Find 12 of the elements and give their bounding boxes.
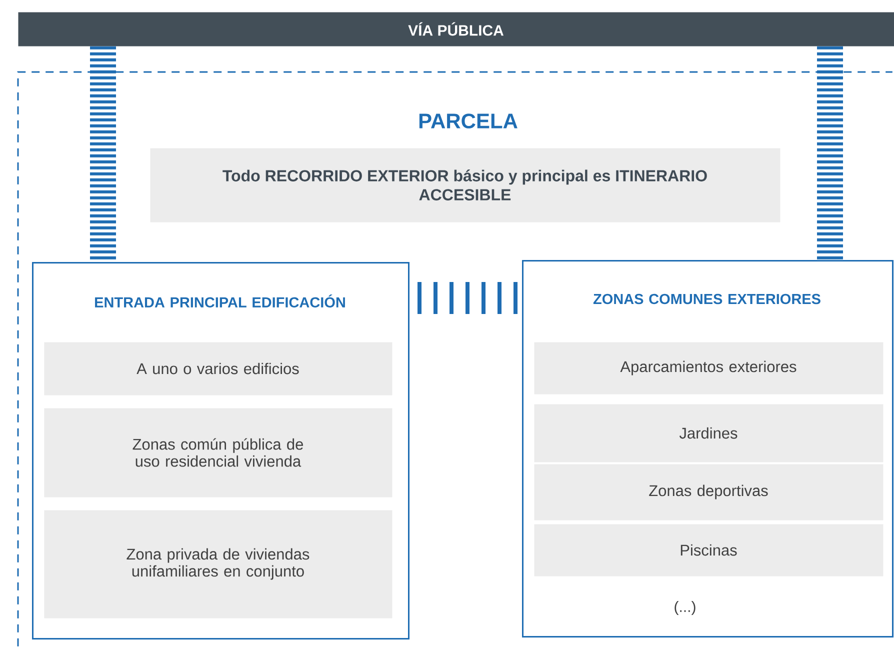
item-box: Jardines: [534, 404, 884, 462]
hatched-connector: [418, 282, 518, 314]
note-box: Todo RECORRIDO EXTERIOR básico y principal es ITINERARIO ACCESIBLE: [150, 148, 780, 222]
hatched-connector: [817, 46, 843, 260]
hatched-connector: [90, 46, 116, 262]
item-box: Piscinas: [534, 524, 884, 576]
street-band: VÍA PÚBLICA: [18, 12, 894, 46]
item-box: Aparcamientos exteriores: [534, 342, 884, 394]
item-box: Zonas deportivas: [534, 464, 884, 520]
item-box: Zona privada de viviendas unifamiliares en conjunto: [44, 510, 392, 618]
item-box: Zonas común pública de uso residencial vivienda: [44, 408, 392, 498]
item-box: A uno o varios edificios: [44, 342, 392, 396]
